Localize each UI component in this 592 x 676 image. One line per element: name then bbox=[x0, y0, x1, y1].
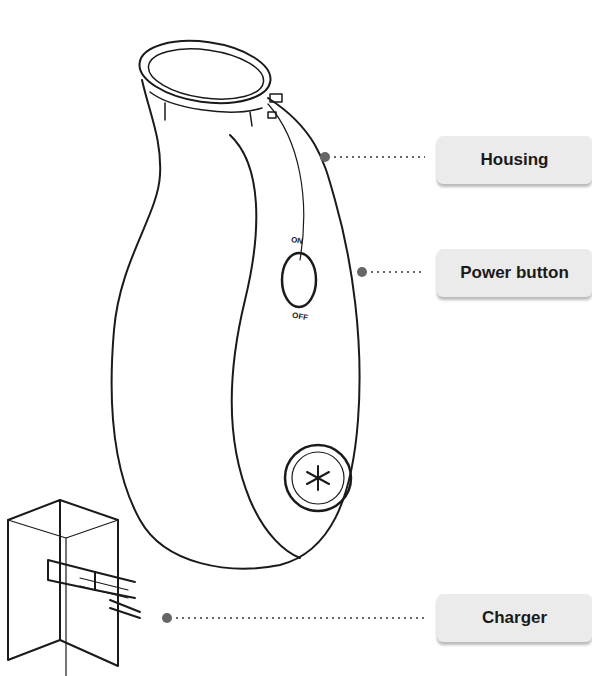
part-name: Charger bbox=[482, 608, 547, 628]
callout-box: Power button bbox=[437, 249, 592, 297]
switch-marking: OFF bbox=[291, 312, 308, 323]
callout-box: Housing bbox=[437, 136, 592, 184]
callout-box: Charger bbox=[437, 594, 592, 642]
part-name: Power button bbox=[460, 263, 569, 283]
switch-marking: ON bbox=[290, 236, 303, 246]
part-name: Housing bbox=[481, 150, 549, 170]
